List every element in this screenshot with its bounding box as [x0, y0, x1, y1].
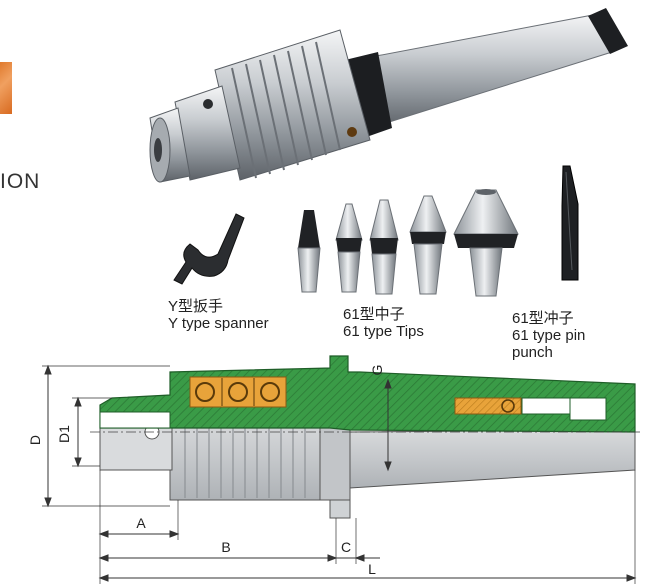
61-type-tips [297, 189, 519, 297]
punch-label-en-2: punch [512, 344, 553, 361]
spanner-label: Y型扳手 Y type spanner [168, 298, 269, 332]
punch-label-en-1: 61 type pin [512, 327, 586, 344]
61-type-pin-punch [561, 165, 579, 281]
brand-badge [0, 62, 12, 114]
dim-D1: D1 [56, 425, 72, 443]
spanner-label-cn: Y型扳手 [168, 298, 224, 315]
spanner-label-en: Y type spanner [168, 315, 269, 332]
dim-L: L [368, 561, 376, 577]
cross-section-drawing: D D1 G A B C L [27, 355, 640, 584]
dim-B: B [221, 539, 230, 555]
y-type-spanner [173, 213, 245, 285]
dim-D: D [27, 435, 43, 445]
dim-A: A [136, 515, 146, 531]
live-center-render [149, 8, 628, 183]
tips-label-cn: 61型中子 [343, 306, 405, 323]
punch-label: 61型冲子 61 type pin punch [512, 310, 585, 361]
tips-label: 61型中子 61 type Tips [343, 306, 424, 340]
punch-label-cn: 61型冲子 [512, 310, 574, 327]
section-title-partial: ION [0, 170, 41, 193]
dim-G: G [369, 365, 385, 376]
tips-label-en: 61 type Tips [343, 323, 424, 340]
dim-C: C [341, 539, 351, 555]
